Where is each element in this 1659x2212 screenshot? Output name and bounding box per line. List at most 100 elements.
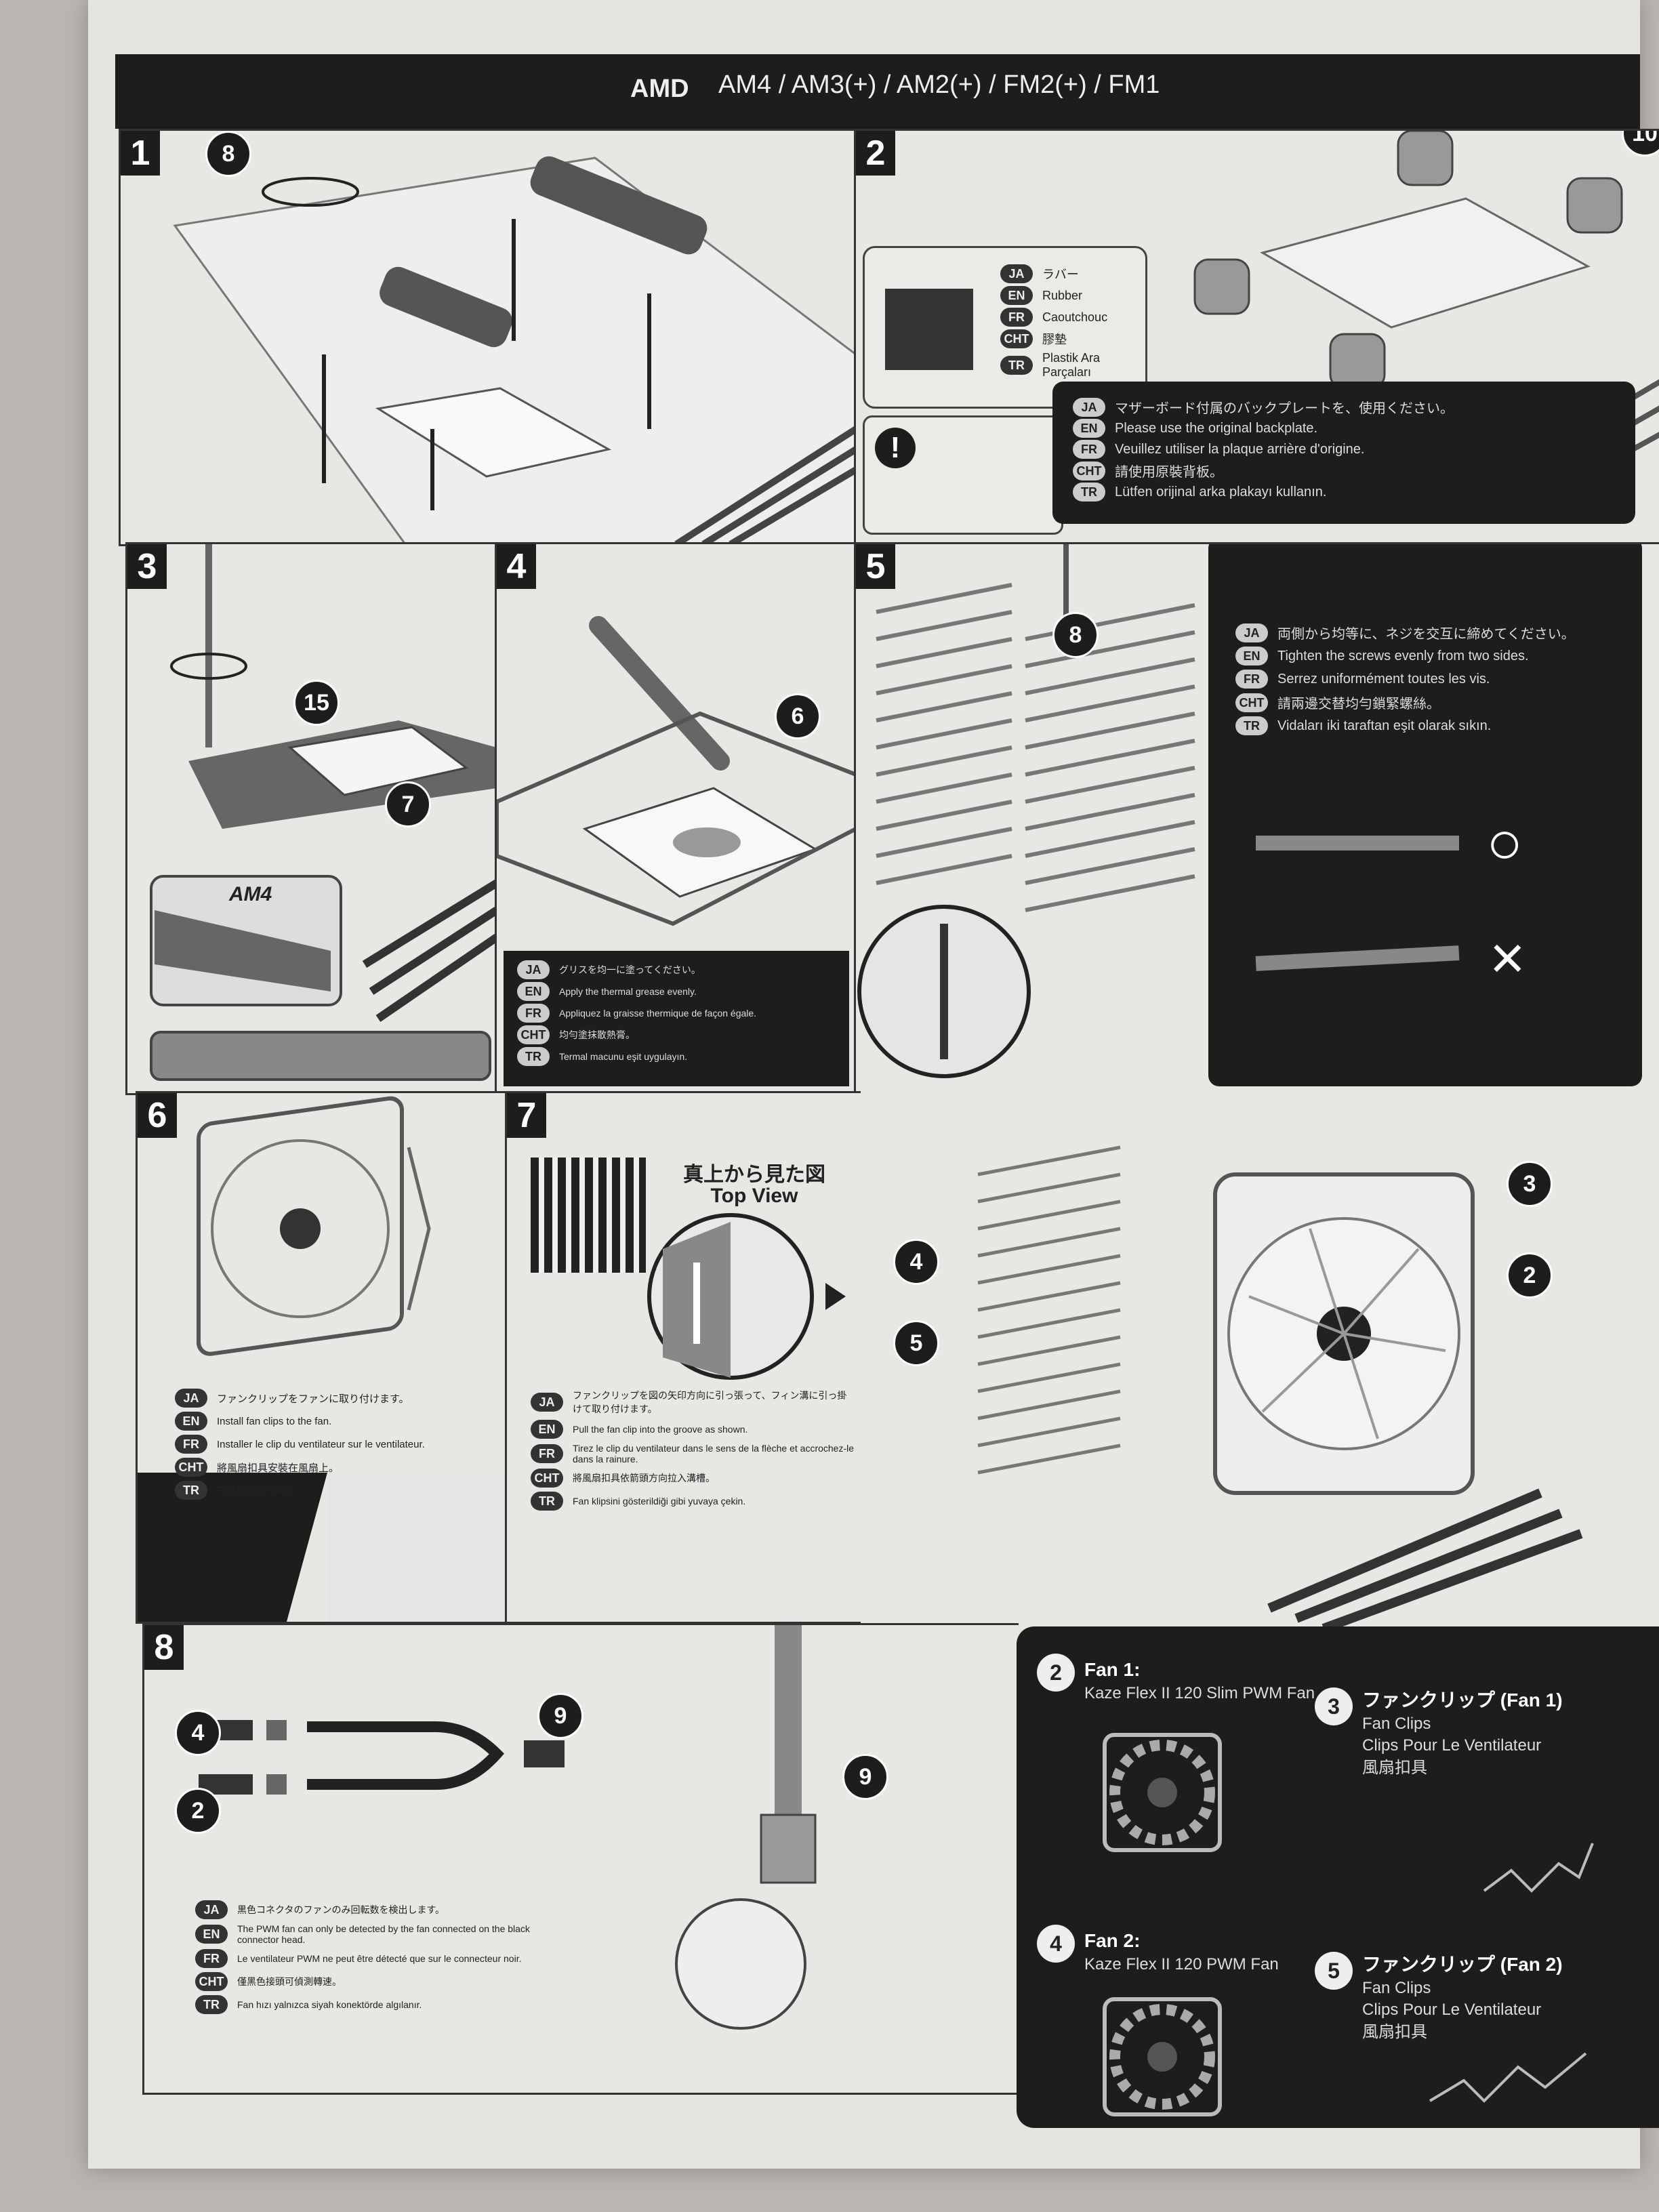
- fan-1-icon: [1103, 1733, 1222, 1852]
- lang-tag: TR: [531, 1492, 563, 1511]
- instruction-text: The PWM fan can only be detected by the …: [237, 1923, 530, 1945]
- lang-tag: FR: [175, 1435, 207, 1454]
- instruction-text: 將風扇扣具依箭頭方向拉入溝槽。: [573, 1473, 715, 1483]
- lang-tag: EN: [1235, 647, 1268, 665]
- legend-text: 膠墊: [1042, 333, 1067, 346]
- lang-tag: CHT: [517, 1025, 550, 1044]
- fan-cable-illustration: [199, 1625, 817, 2030]
- callout-part-9: 9: [842, 1754, 888, 1800]
- lang-tag: CHT: [1073, 461, 1105, 480]
- fan-2-icon: [1103, 1997, 1222, 2116]
- instruction-text: グリスを均一に塗ってください。: [559, 964, 701, 975]
- part-description: Kaze Flex II 120 Slim PWM Fan: [1084, 1683, 1315, 1702]
- instruction-text: Serrez uniformément toutes les vis.: [1277, 671, 1490, 687]
- callout-part-4: 4: [175, 1710, 221, 1756]
- callout-part-15: 15: [293, 680, 340, 726]
- part-number: 2: [1037, 1654, 1075, 1692]
- instruction-sheet: AMD AM4 / AM3(+) / AM2(+) / FM2(+) / FM1…: [88, 0, 1659, 2169]
- part-description: Clips Pour Le Ventilateur: [1362, 2001, 1542, 2020]
- legend-text: Caoutchouc: [1042, 310, 1108, 324]
- lang-tag: EN: [175, 1412, 207, 1431]
- callout-part-5: 5: [893, 1320, 939, 1366]
- step-number: 2: [856, 131, 895, 176]
- instruction-text: ファンクリップを図の矢印方向に引っ張って、フィン溝に引っ掛けて取り付けます。: [573, 1390, 847, 1414]
- instruction-text: ファンクリップをファンに取り付けます。: [217, 1393, 409, 1405]
- instruction-text: 黒色コネクタのファンのみ回転数を検出します。: [237, 1904, 445, 1915]
- fan-clip-icon: [1483, 1843, 1594, 1893]
- warning-text: Please use the original backplate.: [1115, 420, 1318, 436]
- step-number: 4: [497, 544, 536, 589]
- fan-clip-icon: [1429, 2052, 1587, 2103]
- instruction-text: Pull the fan clip into the groove as sho…: [573, 1424, 748, 1435]
- instruction-text: Tirez le clip du ventilateur dans le sen…: [573, 1443, 855, 1465]
- lang-tag: TR: [1235, 716, 1268, 735]
- step-number: 6: [138, 1093, 177, 1138]
- lang-tag: JA: [195, 1900, 228, 1919]
- lang-tag: FR: [195, 1949, 228, 1968]
- part-title: Fan 1:: [1084, 1659, 1141, 1680]
- part-fan-1: Fan 1: Kaze Flex II 120 Slim PWM Fan: [1084, 1657, 1315, 1704]
- mounting-bar-illustration: [150, 544, 497, 1081]
- callout-part-2: 2: [1507, 1252, 1553, 1298]
- instruction-text: 両側から均等に、ネジを交互に締めてください。: [1277, 627, 1575, 642]
- warning-icon: !: [875, 428, 916, 468]
- legend-text: Plastik Ara Parçaları: [1042, 351, 1101, 379]
- lang-tag: JA: [1235, 623, 1268, 642]
- correct-icon: ○: [1486, 809, 1523, 877]
- lang-tag: JA: [517, 960, 550, 979]
- instruction-text: 僅黑色接頭可偵測轉速。: [237, 1976, 342, 1987]
- fan-clip-groove-instructions: JA ファンクリップを図の矢印方向に引っ張って、フィン溝に引っ掛けて取り付けます。…: [531, 1385, 856, 1515]
- warning-text: 請使用原裝背板。: [1115, 465, 1223, 480]
- instruction-text: 均勻塗抹散熱膏。: [559, 1029, 635, 1040]
- incorrect-icon: ×: [1490, 924, 1525, 992]
- lang-tag: JA: [1073, 397, 1105, 417]
- part-description: 風扇扣具: [1362, 2022, 1427, 2041]
- legend-text: Rubber: [1042, 288, 1083, 302]
- bar-uneven-icon: [1255, 945, 1460, 971]
- instruction-text: Apply the thermal grease evenly.: [559, 986, 697, 997]
- part-description: Kaze Flex II 120 PWM Fan: [1084, 1954, 1279, 1973]
- backplate-warning-figure: !: [863, 415, 1063, 535]
- lang-tag: FR: [1073, 440, 1105, 459]
- step-number: 5: [856, 544, 895, 589]
- part-description: 風扇扣具: [1362, 1758, 1427, 1777]
- heatsink-illustration: [857, 544, 1195, 1078]
- qr-code[interactable]: [531, 1158, 646, 1273]
- lang-tag: CHT: [175, 1458, 207, 1477]
- lang-tag: FR: [531, 1444, 563, 1463]
- lang-tag: EN: [531, 1420, 563, 1439]
- assembled-cooler-illustration: [977, 1145, 1583, 1629]
- warning-text: マザーボード付属のバックプレートを、使用ください。: [1115, 401, 1454, 416]
- part-number: 3: [1315, 1687, 1353, 1725]
- top-view-title-en: Top View: [710, 1185, 798, 1207]
- lang-tag: JA: [1000, 264, 1033, 283]
- lang-tag: CHT: [1000, 329, 1033, 348]
- legend-text: ラバー: [1042, 268, 1079, 281]
- am4-label: AM4: [229, 883, 272, 905]
- top-view-illustration: [647, 1213, 846, 1380]
- part-title: ファンクリップ (Fan 1): [1362, 1689, 1563, 1711]
- lang-tag: JA: [531, 1393, 563, 1412]
- lang-tag: JA: [175, 1389, 207, 1408]
- part-number: 4: [1037, 1925, 1075, 1963]
- lang-tag: FR: [517, 1004, 550, 1023]
- callout-part-8: 8: [1052, 612, 1099, 658]
- lang-tag: EN: [1000, 286, 1033, 305]
- instruction-text: Fan klipsini gösterildiği gibi yuvaya çe…: [573, 1496, 746, 1507]
- parts-list-panel: 2 Fan 1:Kaze Flex II 120 Slim PWM Fan 3 …: [1017, 1626, 1659, 2128]
- lang-tag: CHT: [531, 1469, 563, 1488]
- lang-tag: TR: [1073, 483, 1105, 501]
- callout-part-4: 4: [893, 1239, 939, 1285]
- step-number: 1: [121, 131, 160, 176]
- instruction-text: 將風扇扣具安裝在風扇上。: [217, 1462, 340, 1474]
- part-description: Fan Clips: [1362, 1714, 1431, 1733]
- instruction-text: Le ventilateur PWM ne peut être détecté …: [237, 1953, 522, 1964]
- lang-tag: TR: [1000, 356, 1033, 375]
- step-3-panel: 3 AM4 15 7: [125, 542, 499, 1095]
